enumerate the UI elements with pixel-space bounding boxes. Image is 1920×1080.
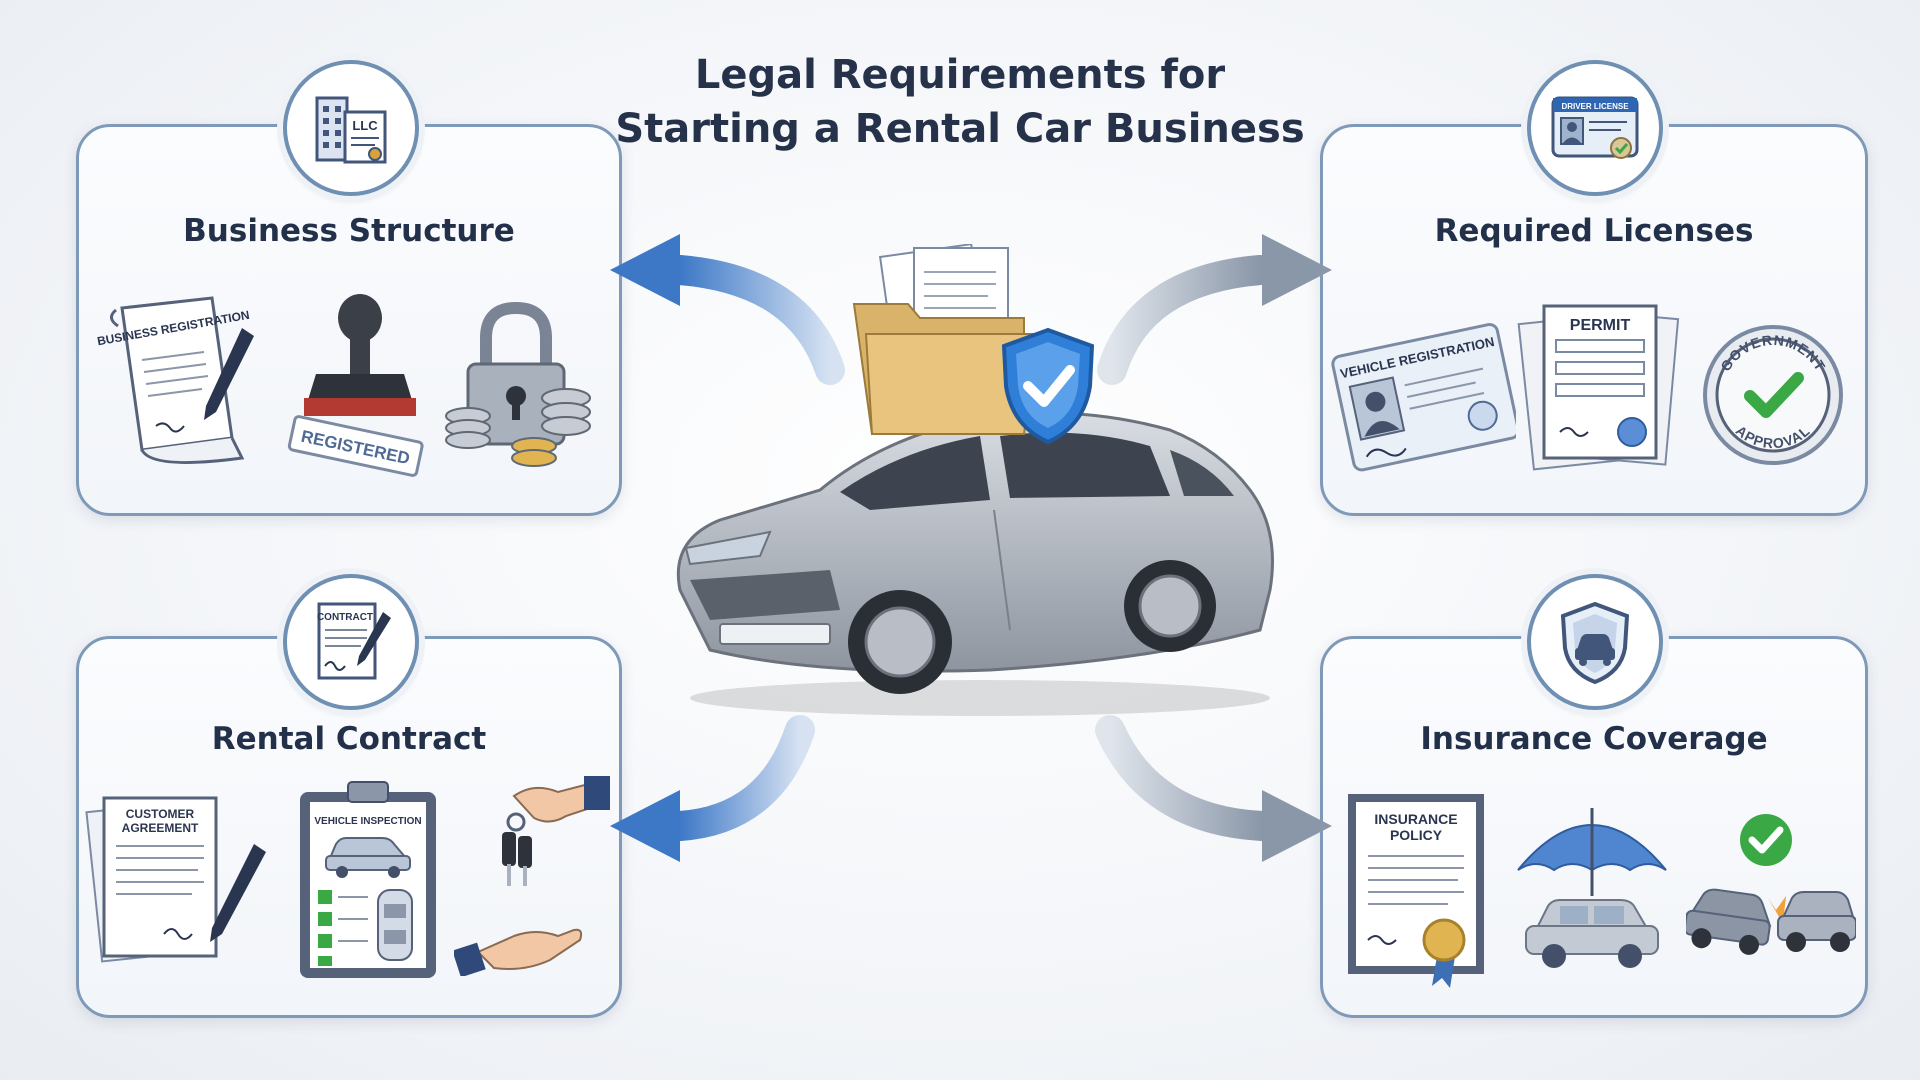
arrow-to-insurance-coverage — [1095, 715, 1332, 862]
insurance-policy-line2: POLICY — [1390, 827, 1443, 843]
title-line-2: Starting a Rental Car Business — [615, 106, 1305, 152]
badge-llc-text: LLC — [352, 118, 378, 133]
sedan-car-icon — [676, 411, 1274, 716]
customer-agreement-icon: CUSTOMER AGREEMENT — [85, 796, 266, 963]
panel-title-insurance-coverage: Insurance Coverage — [1420, 721, 1768, 757]
arrow-to-rental-contract — [610, 715, 815, 862]
padlock-coins-icon — [445, 301, 591, 467]
umbrella-car-icon — [1517, 808, 1667, 968]
badge-license-text: DRIVER LICENSE — [1561, 102, 1629, 111]
arrow-to-required-licenses — [1097, 234, 1332, 385]
panel-title-required-licenses: Required Licenses — [1434, 213, 1754, 249]
key-handover-icon — [454, 776, 610, 976]
insurance-policy-line1: INSURANCE — [1374, 811, 1457, 827]
page-title: Legal Requirements for Starting a Rental… — [560, 48, 1360, 156]
panel-title-business-structure: Business Structure — [183, 213, 515, 249]
driver-license-icon: DRIVER LICENSE — [1527, 60, 1663, 196]
registered-stamp-icon: REGISTERED — [287, 294, 424, 477]
business-registration-scroll-icon: BUSINESS REGISTRATION — [96, 296, 254, 464]
badge-contract-text: CONTRACT — [317, 612, 373, 623]
insurance-policy-icon: INSURANCE POLICY — [1348, 794, 1484, 988]
llc-building-icon: LLC — [283, 60, 419, 196]
permit-text: PERMIT — [1570, 317, 1631, 334]
customer-agreement-line1: CUSTOMER — [126, 807, 195, 821]
customer-agreement-line2: AGREEMENT — [122, 821, 199, 835]
panel-title-rental-contract: Rental Contract — [211, 721, 487, 757]
document-folder-icon — [852, 244, 1040, 435]
arrow-to-business-structure — [610, 234, 845, 385]
vehicle-inspection-text: VEHICLE INSPECTION — [314, 816, 421, 827]
permit-document-icon: PERMIT — [1517, 304, 1680, 471]
vehicle-inspection-clipboard-icon: VEHICLE INSPECTION — [300, 781, 436, 978]
contract-pen-icon: CONTRACT — [283, 574, 419, 710]
shield-check-icon — [1001, 327, 1095, 445]
collision-check-icon — [1686, 814, 1856, 955]
government-approval-seal-icon: GOVERNMENT APPROVAL — [1703, 325, 1843, 465]
vehicle-registration-card-icon: VEHICLE REGISTRATION — [1331, 322, 1516, 472]
title-line-1: Legal Requirements for — [694, 52, 1226, 98]
shield-car-icon — [1527, 574, 1663, 710]
